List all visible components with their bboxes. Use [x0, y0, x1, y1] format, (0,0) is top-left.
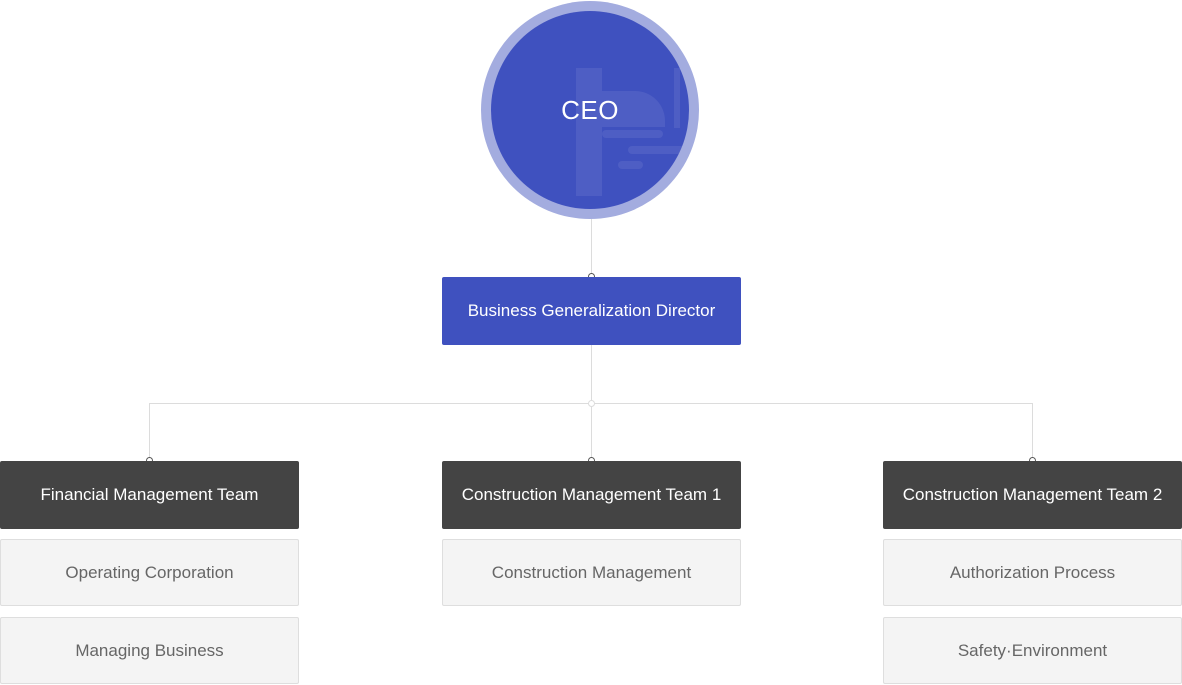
- sub-unit-box: Operating Corporation: [0, 539, 299, 606]
- team-label: Financial Management Team: [40, 485, 259, 504]
- ceo-label: CEO: [561, 94, 619, 125]
- director-box: Business Generalization Director: [442, 277, 741, 345]
- team-box-financial: Financial Management Team: [0, 461, 299, 529]
- team-box-construction-1: Construction Management Team 1: [442, 461, 741, 529]
- sub-unit-box: Authorization Process: [883, 539, 1182, 606]
- company-logo-watermark: [576, 68, 686, 196]
- connector-team-right: [1032, 403, 1033, 462]
- sub-unit-label: Operating Corporation: [65, 562, 234, 582]
- sub-unit-label: Managing Business: [75, 640, 224, 660]
- team-box-construction-2: Construction Management Team 2: [883, 461, 1182, 529]
- sub-unit-box: Managing Business: [0, 617, 299, 684]
- sub-unit-label: Safety·Environment: [957, 640, 1108, 660]
- sub-unit-box: Construction Management: [442, 539, 741, 606]
- team-label: Construction Management Team 1: [461, 485, 722, 504]
- team-label: Construction Management Team 2: [902, 485, 1163, 504]
- sub-unit-label: Construction Management: [491, 562, 692, 582]
- connector-team-left: [149, 403, 150, 462]
- sub-unit-label: Authorization Process: [949, 562, 1116, 582]
- ceo-node: CEO: [491, 11, 689, 209]
- connector-ceo-director: [591, 218, 592, 278]
- director-label: Business Generalization Director: [467, 301, 716, 320]
- sub-unit-box: Safety·Environment: [883, 617, 1182, 684]
- connector-dot-branch: [588, 400, 595, 407]
